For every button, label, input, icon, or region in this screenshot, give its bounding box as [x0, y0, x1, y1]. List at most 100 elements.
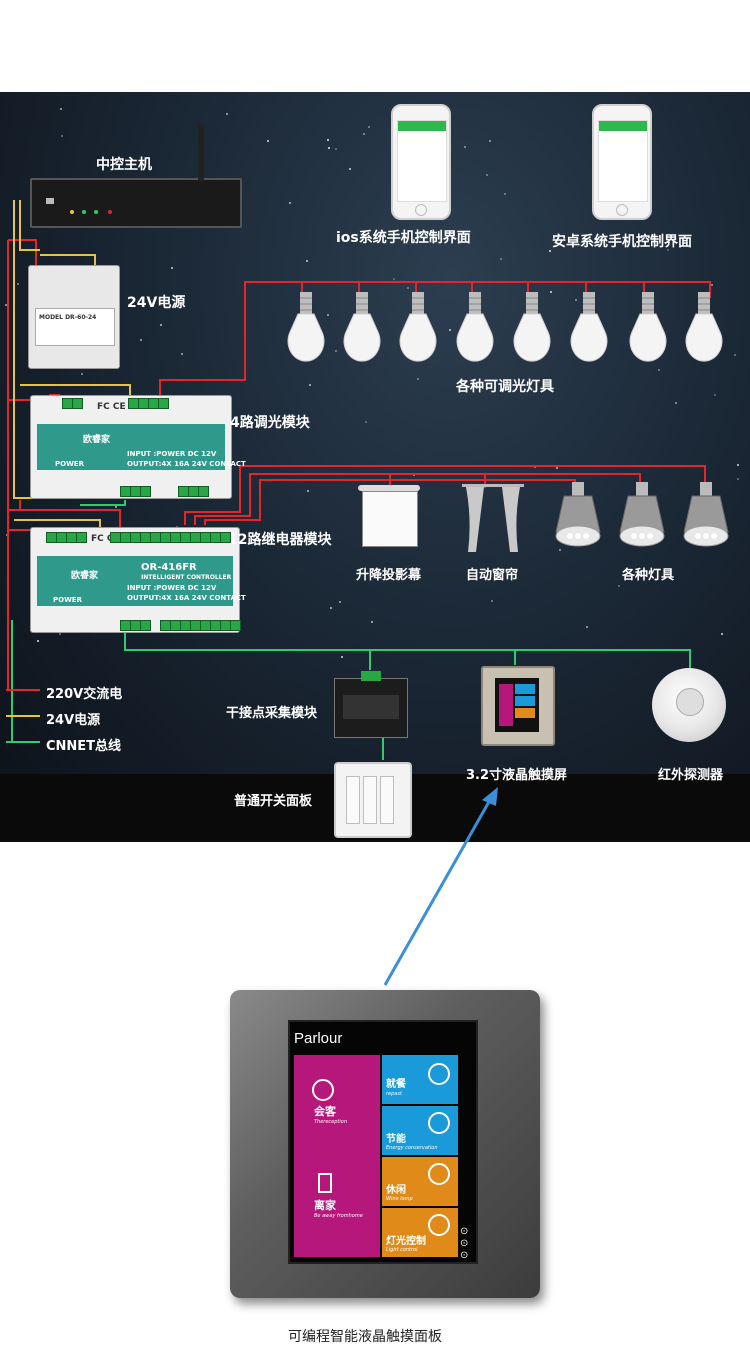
psu-label: 24V电源 — [127, 295, 186, 311]
tile-energy[interactable]: 节能 Energy conservation — [382, 1106, 458, 1155]
side-button-3[interactable]: ⊙ — [460, 1250, 469, 1261]
star — [327, 139, 329, 141]
star — [667, 249, 669, 251]
star — [328, 147, 330, 149]
star — [267, 140, 269, 142]
dry-contact-label: 干接点采集模块 — [226, 706, 318, 721]
star — [737, 478, 739, 480]
star — [171, 267, 173, 269]
tile-leisure[interactable]: 休闲 Wine lamp — [382, 1157, 458, 1206]
legend-bus-label: CNNET总线 — [46, 739, 122, 754]
star — [37, 640, 39, 642]
tile-light-control[interactable]: 灯光控制 Light control — [382, 1208, 458, 1257]
terminal — [140, 486, 151, 497]
star — [675, 402, 677, 404]
star — [330, 607, 332, 609]
tile-repast[interactable]: 就餐 repast — [382, 1055, 458, 1104]
relay-module-label: 12路继电器模块 — [228, 532, 332, 548]
star — [289, 202, 291, 204]
bulb-icon — [512, 292, 552, 372]
star — [181, 353, 183, 355]
spotlight-icon — [618, 482, 666, 552]
star — [586, 626, 588, 628]
star — [61, 135, 63, 137]
tile-leisure-label: 休闲 — [386, 1185, 406, 1196]
tile-reception-label: 会客 — [314, 1105, 336, 1118]
terminal — [140, 620, 151, 631]
star — [711, 284, 713, 286]
star — [500, 258, 502, 260]
tile-reception-sub: Thereception — [314, 1119, 348, 1125]
star — [449, 329, 451, 331]
bulb-icon — [569, 292, 609, 372]
tile-repast-sub: repast — [386, 1091, 402, 1097]
bulb-icon — [342, 292, 382, 372]
touch-panel-frame: Parlour 会客 Thereception 离家 Be away fromh… — [230, 990, 540, 1298]
lights-label: 各种灯具 — [622, 568, 675, 583]
bulb-icon — [428, 1214, 450, 1236]
terminal — [198, 486, 209, 497]
touch-panel-screen: Parlour 会客 Thereception 离家 Be away fromh… — [288, 1020, 478, 1264]
star — [559, 549, 561, 551]
bulb-icon — [684, 292, 724, 372]
switch-panel-label: 普通开关面板 — [234, 794, 313, 809]
bulb-icon — [628, 292, 668, 372]
star — [17, 283, 19, 285]
tile-reception[interactable]: 会客 Thereception — [294, 1055, 380, 1155]
star — [371, 621, 373, 623]
side-button-1[interactable]: ⊙ — [460, 1226, 469, 1237]
star — [349, 168, 351, 170]
switch-panel-device — [334, 762, 412, 838]
star — [327, 314, 329, 316]
terminal — [76, 532, 87, 543]
door-icon — [318, 1173, 332, 1193]
star — [341, 656, 343, 658]
star — [363, 133, 365, 135]
star — [491, 600, 493, 602]
tile-light-control-sub: Light control — [386, 1247, 418, 1253]
ios-screen-label: ios系统手机控制界面 — [336, 230, 471, 246]
spotlight-icon — [682, 482, 730, 552]
touch-panel-title: Parlour — [294, 1030, 343, 1047]
antenna — [198, 124, 204, 182]
star — [464, 146, 466, 148]
star — [575, 299, 577, 301]
star — [335, 148, 337, 150]
android-phone — [592, 104, 652, 220]
star — [737, 464, 739, 466]
star — [550, 291, 552, 293]
terminal — [72, 398, 83, 409]
side-button-2[interactable]: ⊙ — [460, 1238, 469, 1249]
star — [365, 421, 367, 423]
star — [556, 467, 558, 469]
star — [486, 174, 488, 176]
projector-screen-label: 升降投影幕 — [356, 568, 422, 583]
star — [721, 633, 723, 635]
spotlight-icon — [554, 482, 602, 552]
ios-phone — [391, 104, 451, 220]
curtain-label: 自动窗帘 — [466, 568, 519, 583]
pointer-arrow — [383, 787, 498, 986]
terminal — [220, 532, 231, 543]
tile-energy-sub: Energy conservation — [386, 1145, 438, 1151]
bulb-icon — [286, 292, 326, 372]
ir-sensor-label: 红外探测器 — [658, 768, 724, 783]
tile-repast-label: 就餐 — [386, 1079, 406, 1090]
star — [115, 506, 117, 508]
touch-panel-caption: 可编程智能液晶触摸面板 — [288, 1329, 442, 1345]
star — [504, 193, 506, 195]
star — [339, 601, 341, 603]
star — [489, 140, 491, 142]
relay-module: OR-416FR 欧睿家 INTELLIGENT CONTROLLER INPU… — [30, 527, 246, 633]
terminal — [230, 620, 241, 631]
star — [393, 278, 395, 280]
star — [407, 287, 409, 289]
psu-device: MODEL DR-60-24 — [28, 265, 120, 369]
ir-sensor-device — [652, 668, 726, 742]
star — [417, 378, 419, 380]
tile-away-label: 离家 — [314, 1199, 336, 1212]
curtain-icon — [462, 484, 524, 552]
tile-away[interactable]: 离家 Be away fromhome — [294, 1155, 380, 1257]
star — [734, 354, 736, 356]
star — [714, 394, 716, 396]
